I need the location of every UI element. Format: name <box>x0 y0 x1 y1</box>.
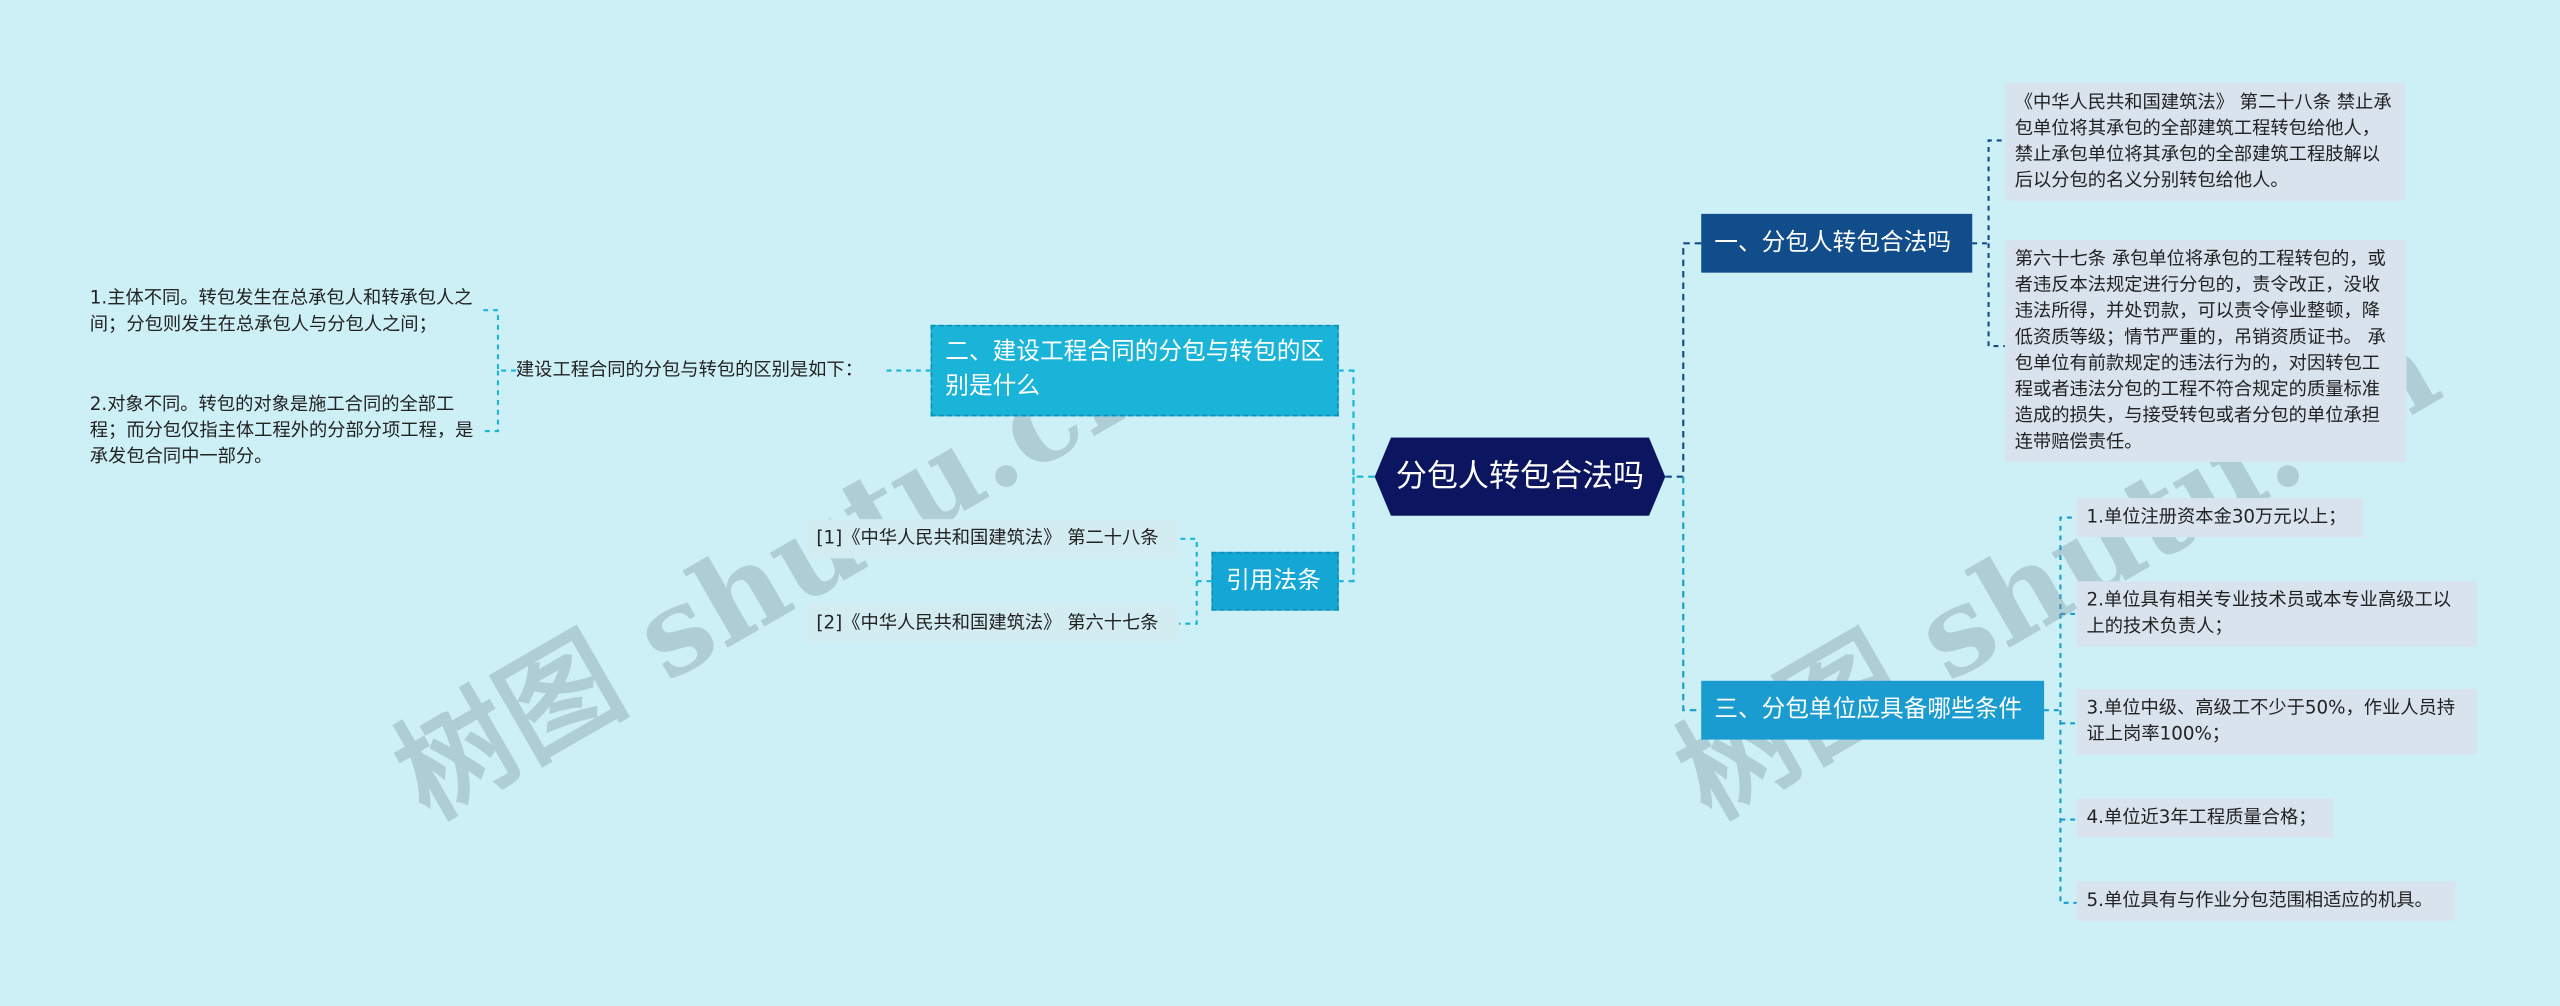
difference-item-2[interactable]: 2.对象不同。转包的对象是施工合同的全部工程；而分包仅指主体工程外的分部分项工程… <box>89 393 474 467</box>
citation-item-2[interactable]: [2]《中华人民共和国建筑法》 第六十七条 <box>806 604 1179 644</box>
difference-summary[interactable]: 建设工程合同的分包与转包的区别是如下： <box>515 359 863 381</box>
leaf-article-28[interactable]: 《中华人民共和国建筑法》 第二十八条 禁止承包单位将其承包的全部建筑工程转包给他… <box>2004 83 2405 201</box>
citation-item-1[interactable]: [1]《中华人民共和国建筑法》 第二十八条 <box>806 519 1179 559</box>
condition-item-2[interactable]: 2.单位具有相关专业技术员或本专业高级工以上的技术负责人； <box>2076 581 2477 647</box>
condition-item-5[interactable]: 5.单位具有与作业分包范围相适应的机具。 <box>2076 881 2456 921</box>
branch-legality[interactable]: 一、分包人转包合法吗 <box>1701 213 1973 273</box>
central-topic[interactable]: 分包人转包合法吗 <box>1374 437 1666 516</box>
branch-conditions[interactable]: 三、分包单位应具备哪些条件 <box>1701 680 2045 740</box>
branch-difference[interactable]: 二、建设工程合同的分包与转包的区别是什么 <box>930 324 1339 417</box>
condition-item-3[interactable]: 3.单位中级、高级工不少于50%，作业人员持证上岗率100%； <box>2076 688 2477 755</box>
branch-citations[interactable]: 引用法条 <box>1211 551 1339 611</box>
difference-item-1[interactable]: 1.主体不同。转包发生在总承包人和转承包人之间；分包则发生在总承包人与分包人之间… <box>89 287 473 335</box>
condition-item-4[interactable]: 4.单位近3年工程质量合格； <box>2076 798 2334 838</box>
leaf-article-67[interactable]: 第六十七条 承包单位将承包的工程转包的，或者违反本法规定进行分包的，责令改正，没… <box>2004 239 2407 463</box>
condition-item-1[interactable]: 1.单位注册资本金30万元以上； <box>2076 497 2363 538</box>
